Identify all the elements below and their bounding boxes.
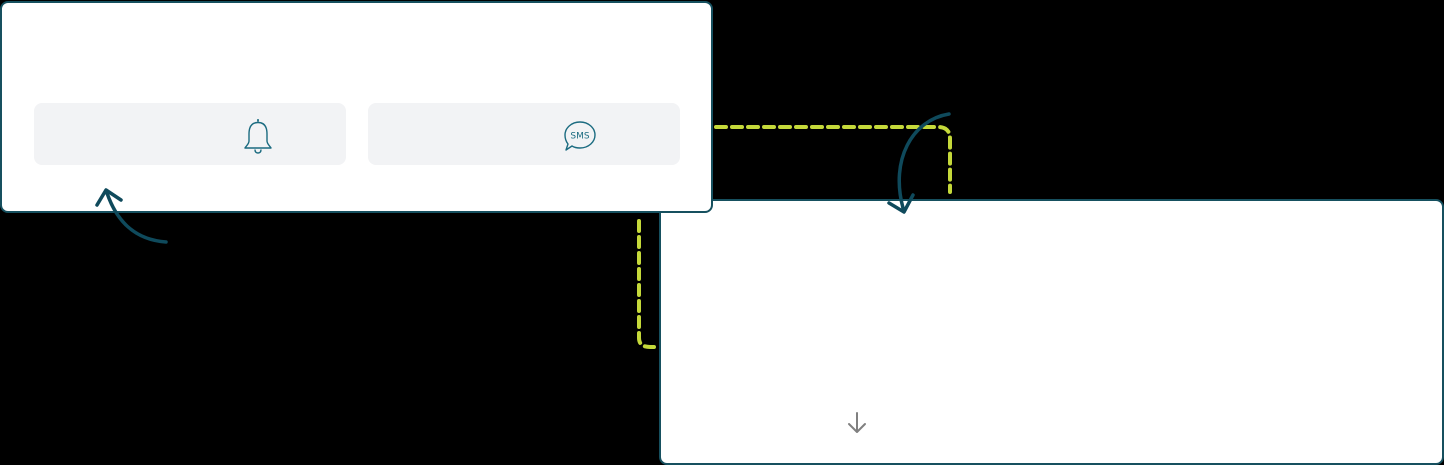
arrow-down-icon[interactable] bbox=[846, 411, 868, 440]
dashed-connector-left bbox=[637, 219, 656, 349]
notification-tile[interactable] bbox=[34, 103, 346, 165]
bell-icon bbox=[241, 117, 275, 160]
sms-chat-icon: SMS bbox=[561, 119, 599, 158]
detail-card bbox=[659, 199, 1444, 465]
notifications-card: SMS bbox=[0, 1, 713, 213]
dashed-connector-top bbox=[714, 125, 952, 194]
sms-tile[interactable]: SMS bbox=[368, 103, 680, 165]
sms-icon-text: SMS bbox=[570, 132, 589, 142]
curved-arrow-down bbox=[887, 112, 951, 214]
